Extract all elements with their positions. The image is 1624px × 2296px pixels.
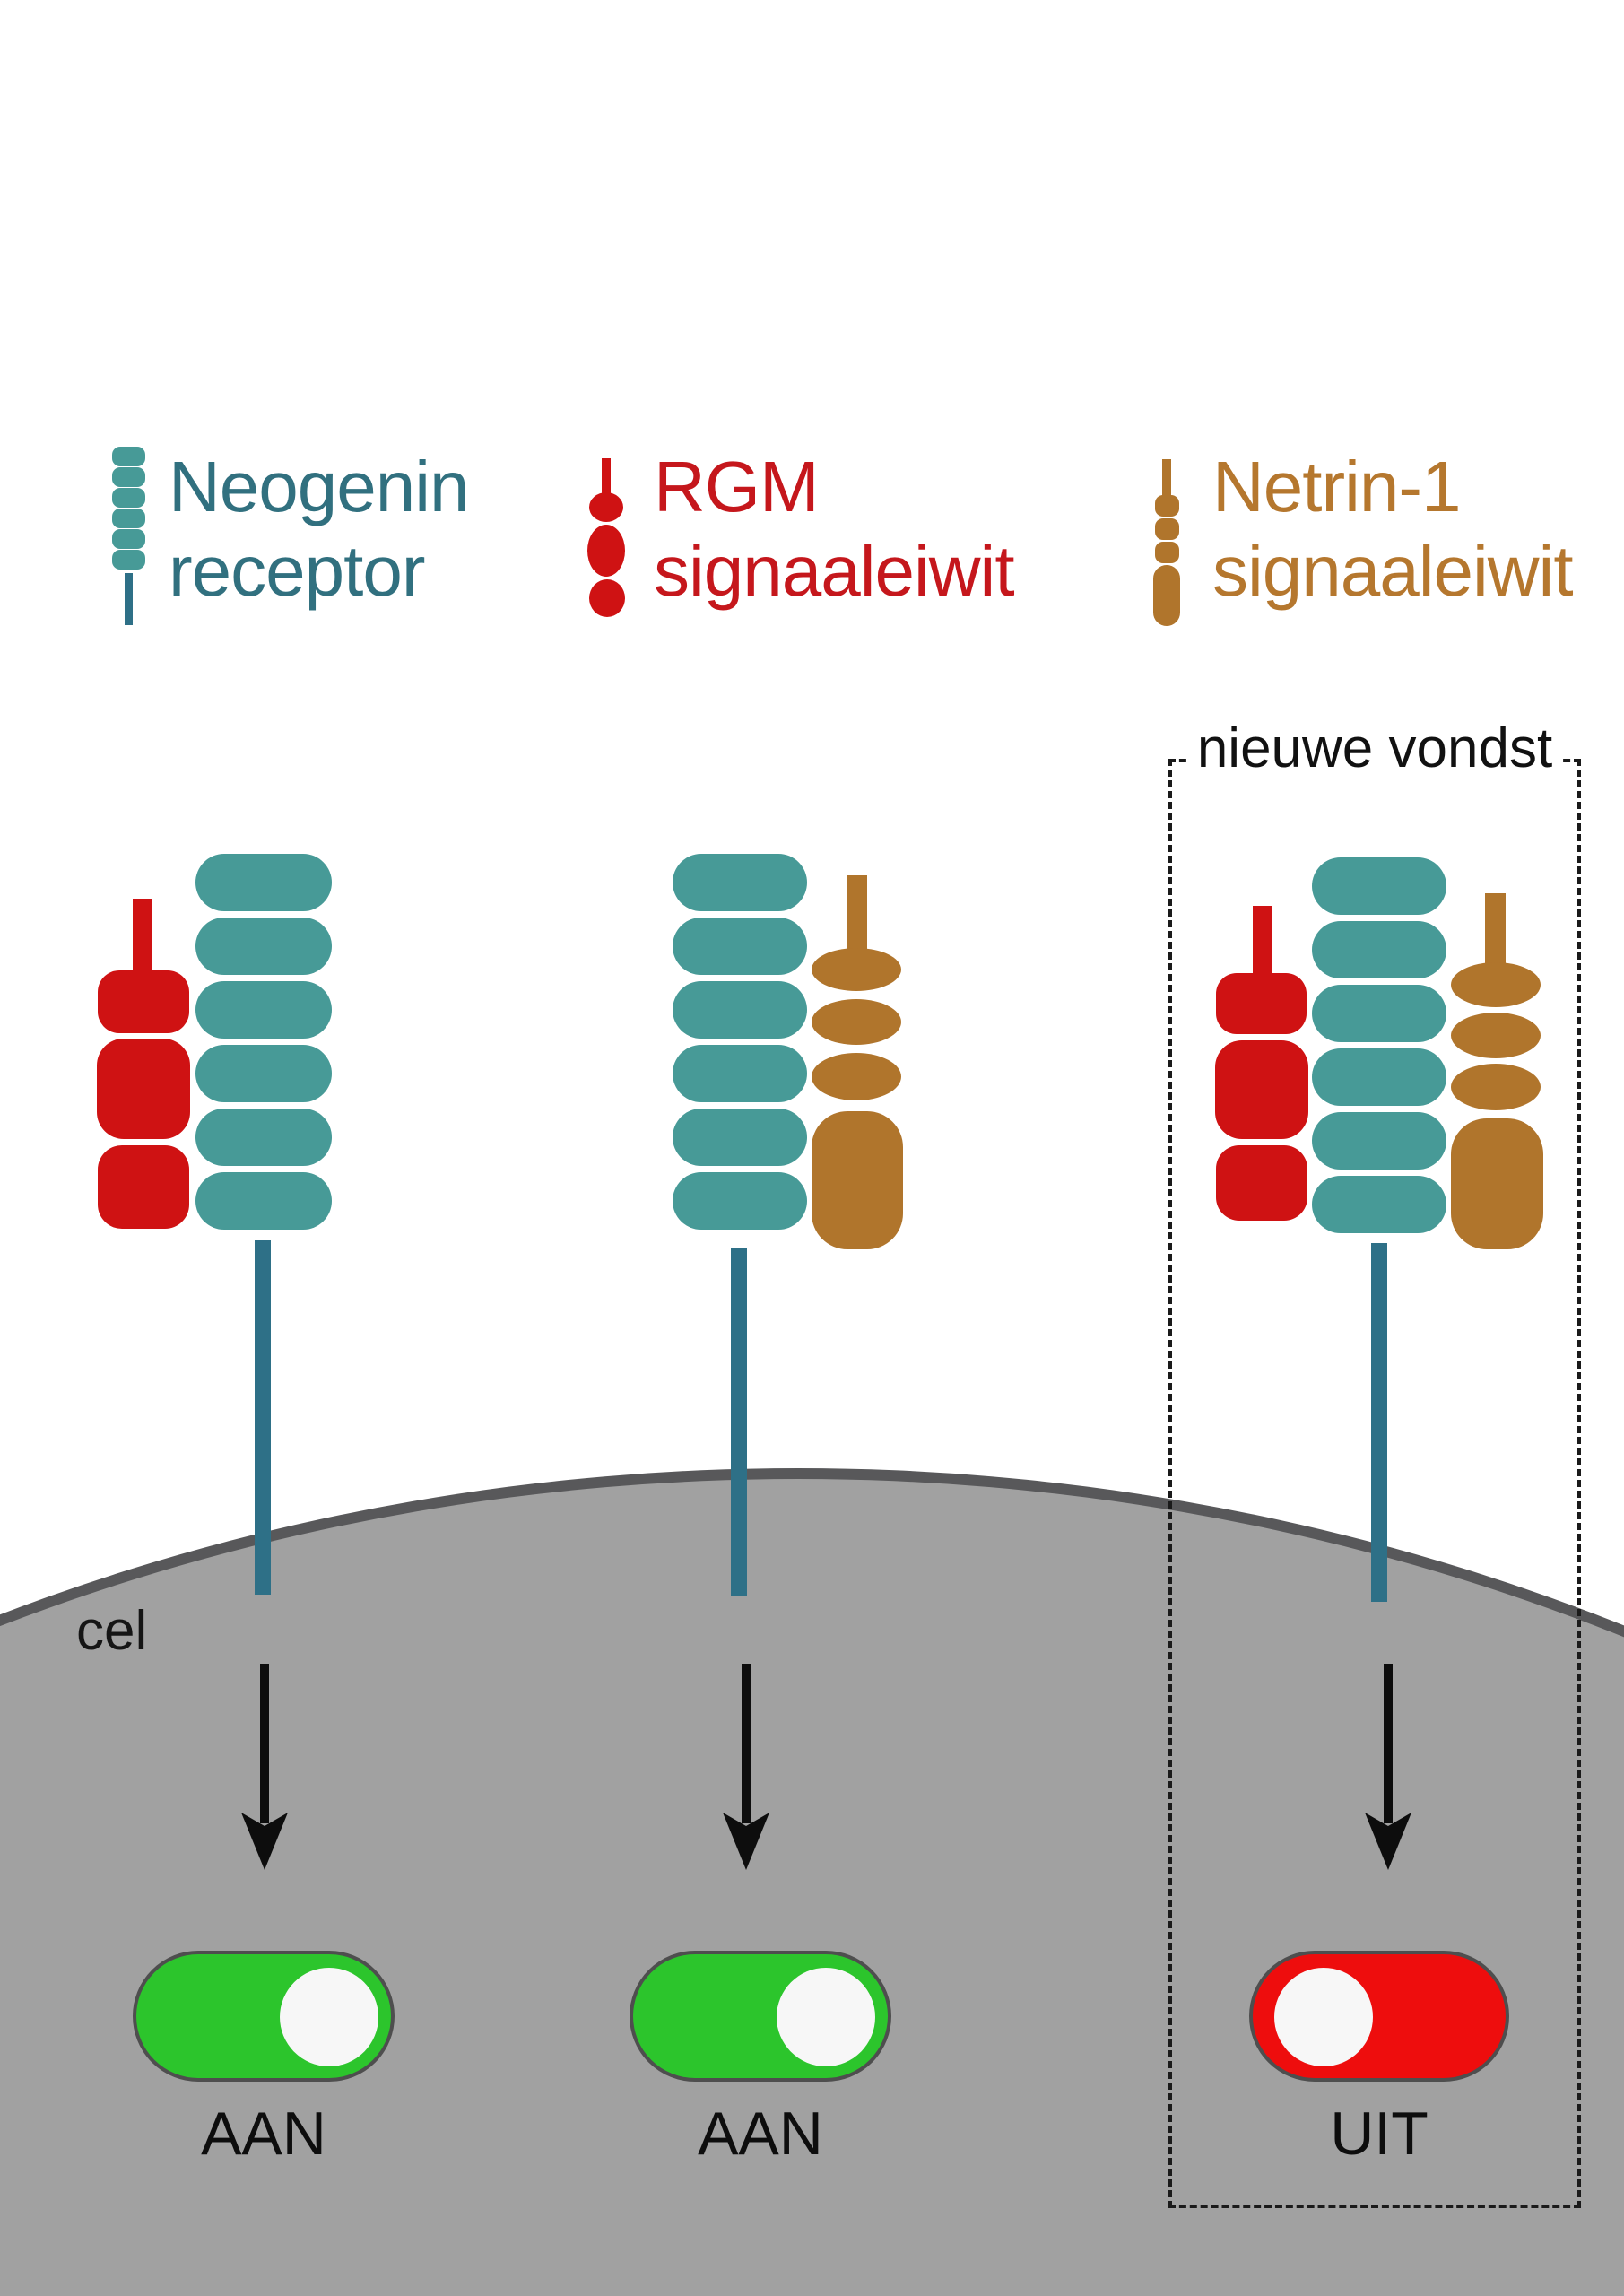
- receptor-bead: [112, 550, 145, 570]
- down-arrow-icon: [723, 1664, 769, 1870]
- receptor-bead: [1312, 1048, 1446, 1106]
- receptor-stem: [1371, 1243, 1387, 1602]
- netrin-bead: [1155, 542, 1179, 563]
- toggle-switch-off[interactable]: [1249, 1951, 1509, 2082]
- legend-rgm-label: RGM signaaleiwit: [654, 447, 1015, 611]
- receptor-bead: [112, 447, 145, 466]
- receptor-bead: [195, 1109, 332, 1166]
- receptor-bead: [673, 1172, 807, 1230]
- toggle-knob[interactable]: [1274, 1968, 1373, 2066]
- netrin-bead: [1153, 565, 1180, 626]
- receptor-stem: [255, 1240, 271, 1595]
- netrin-bead: [1155, 495, 1179, 517]
- rgm-bead: [98, 1145, 189, 1229]
- netrin-bead: [1451, 1013, 1541, 1058]
- receptor-bead: [195, 1172, 332, 1230]
- netrin-stick: [1485, 893, 1506, 966]
- legend-netrin-label: Netrin-1 signaaleiwit: [1212, 447, 1574, 611]
- rgm-bead: [97, 1039, 190, 1139]
- receptor-bead: [673, 1109, 807, 1166]
- cell-label: cel: [76, 1600, 148, 1662]
- new-finding-box: nieuwe vondst: [1168, 721, 1581, 2208]
- receptor-bead: [195, 1045, 332, 1102]
- netrin-bead: [1451, 1064, 1541, 1110]
- rgm-bead: [1216, 1145, 1307, 1221]
- rgm-stick: [1253, 906, 1272, 977]
- netrin-bead: [812, 1053, 901, 1100]
- receptor-bead: [112, 488, 145, 508]
- switch-state-label: AAN: [201, 2100, 326, 2168]
- switch-state-label: UIT: [1330, 2100, 1429, 2168]
- netrin-bead: [812, 1111, 903, 1249]
- receptor-bead: [1312, 985, 1446, 1042]
- netrin-stick: [847, 875, 867, 951]
- rgm-bead: [1215, 1040, 1308, 1139]
- receptor-bead: [673, 854, 807, 911]
- netrin-bead: [812, 999, 901, 1045]
- rgm-stick: [133, 899, 152, 974]
- switch-state-label: AAN: [698, 2100, 823, 2168]
- netrin-bead: [1451, 962, 1541, 1007]
- netrin-bead: [1451, 1118, 1543, 1249]
- rgm-bead: [98, 970, 189, 1033]
- receptor-bead: [195, 918, 332, 975]
- receptor-bead: [673, 1045, 807, 1102]
- receptor-bead: [1312, 857, 1446, 915]
- receptor-bead: [195, 981, 332, 1039]
- receptor-bead: [112, 467, 145, 487]
- rgm-bead: [1216, 973, 1307, 1034]
- netrin-bead: [1155, 518, 1179, 540]
- cell-membrane: [0, 1468, 1624, 2296]
- rgm-bead: [587, 525, 625, 577]
- netrin-bead: [812, 948, 901, 991]
- toggle-switch-on[interactable]: [630, 1951, 891, 2082]
- receptor-bead: [673, 981, 807, 1039]
- toggle-knob[interactable]: [777, 1968, 875, 2066]
- receptor-bead: [195, 854, 332, 911]
- toggle-knob[interactable]: [280, 1968, 378, 2066]
- receptor-bead: [673, 918, 807, 975]
- receptor-stem-icon: [125, 573, 133, 625]
- down-arrow-icon: [1365, 1664, 1411, 1870]
- down-arrow-icon: [241, 1664, 288, 1870]
- receptor-stem: [731, 1248, 747, 1596]
- new-finding-label: nieuwe vondst: [1187, 721, 1562, 777]
- receptor-bead: [1312, 1176, 1446, 1233]
- receptor-bead: [1312, 1112, 1446, 1170]
- rgm-stick: [602, 458, 611, 496]
- receptor-bead: [112, 529, 145, 549]
- netrin-stick: [1162, 459, 1171, 497]
- toggle-switch-on[interactable]: [133, 1951, 395, 2082]
- receptor-bead: [1312, 921, 1446, 978]
- rgm-bead: [589, 579, 625, 617]
- receptor-bead: [112, 509, 145, 528]
- legend-neogenin-label: Neogenin receptor: [169, 447, 469, 611]
- rgm-bead: [589, 492, 623, 522]
